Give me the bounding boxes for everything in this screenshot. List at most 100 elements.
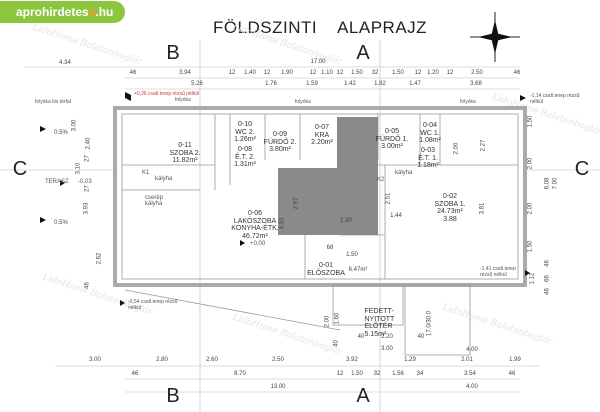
dimension: 12 <box>263 70 271 76</box>
dimension: 1.12 <box>529 272 536 285</box>
dimension: 2.00 <box>527 157 534 170</box>
dimension: 46 <box>84 282 91 289</box>
slope-label: 0.5% <box>54 130 68 136</box>
section-marker-b: B <box>166 42 180 64</box>
dimension: 3.54 <box>464 371 476 377</box>
section-marker-c: C <box>574 158 590 180</box>
dimension: 1.40 <box>244 70 256 76</box>
dimension: 2.60 <box>206 357 218 363</box>
dimension: 12 <box>336 371 344 377</box>
dimension: 32 <box>373 371 381 377</box>
dimension: 1.50 <box>392 70 404 76</box>
dimension: 1.50 <box>527 240 534 253</box>
site-logo[interactable]: aprohirdetese.hu <box>0 1 125 23</box>
dimension: 13.00 <box>270 384 286 390</box>
terrain-note: -1,41 csatl.terep rézsű nélkül <box>480 266 516 278</box>
dimension: 1.50 <box>351 70 363 76</box>
dimension: 46 <box>544 288 551 295</box>
stove-label: kályha <box>395 170 413 176</box>
dimension: 4.93 <box>279 217 286 230</box>
section-marker-a: A <box>356 385 370 407</box>
dimension: 3.10 <box>75 162 82 175</box>
gutter-label: folyóka <box>295 99 311 105</box>
dimension: 1.29 <box>404 357 416 363</box>
dimension: 3.00 <box>71 119 78 132</box>
section-marker-c: C <box>12 158 28 180</box>
dimension: 2.51 <box>385 192 392 205</box>
dimension: 68 <box>326 245 334 251</box>
stove-label: K1 <box>142 170 150 176</box>
dimension: 12 <box>309 70 317 76</box>
dimension: 1.47 <box>409 81 421 87</box>
dimension: 1.99 <box>509 357 521 363</box>
dimension: 4.34 <box>59 60 71 66</box>
dimension: 1.20 <box>427 70 439 76</box>
dimension: 2.50 <box>272 357 284 363</box>
terrain-note: -0,54 csatl.terep rézsű nélkül <box>128 299 178 311</box>
room-area: 6.47m² <box>348 267 368 273</box>
dimension: 2.01 <box>461 357 473 363</box>
dimension: 27 <box>84 155 91 162</box>
dimension: 2.97 <box>293 197 300 210</box>
slope-label: 0.5% <box>54 220 68 226</box>
gutter-label: folyóka <box>460 99 476 105</box>
dimension: 3.68 <box>470 81 482 87</box>
dimension: 1.56 <box>392 371 404 377</box>
dimension: 8.70 <box>234 371 246 377</box>
dimension: 40 <box>417 334 425 340</box>
terrain-note: -1,14 csatl.terep rézsű nélkül <box>530 93 580 105</box>
dimension: 1.60 <box>334 312 341 325</box>
terrain-note: +0,26 csatl.terep rézsű nélkül <box>134 91 200 97</box>
dimension: 4.00 <box>466 384 478 390</box>
dimension: 1.50 <box>351 371 363 377</box>
dimension: 46 <box>131 371 139 377</box>
dimension: 3.00 <box>381 346 393 352</box>
highlighted-area <box>278 117 378 235</box>
dimension: 3.81 <box>479 202 486 215</box>
dimension: 3.92 <box>346 357 358 363</box>
gutter-label: folyóka <box>175 97 191 103</box>
logo-text: aprohirdetes <box>16 5 89 19</box>
dimension: 2.50 <box>471 70 483 76</box>
dimension: 66 <box>544 275 551 282</box>
level-mark: +0,00 <box>250 241 266 247</box>
dimension: 2.20 <box>381 334 393 340</box>
stove-label: cserép kályha <box>145 195 164 207</box>
dimension: 46 <box>544 260 551 267</box>
dimension: 12 <box>414 70 422 76</box>
terrace-label: TERASZ <box>45 179 69 185</box>
dimension: 6.08 <box>544 177 551 190</box>
dimension: 27 <box>84 185 91 192</box>
dimension: 1.76 <box>265 81 277 87</box>
dimension: 7.00 <box>552 177 559 190</box>
dimension: 1.59 <box>306 81 318 87</box>
stair-ratio: 17.0/30.0 <box>426 310 433 337</box>
dimension: 3.00 <box>89 357 101 363</box>
dimension: 46 <box>129 70 137 76</box>
gutter-label: folyóka kis térfal <box>35 99 71 105</box>
dimension: 32 <box>371 70 379 76</box>
section-marker-b: B <box>166 385 180 407</box>
dimension: 1.10 <box>321 70 333 76</box>
dimension: 2.00 <box>453 142 460 155</box>
logo-tld: .hu <box>95 5 114 19</box>
plan-title: FÖLDSZINTI ALAPRAJZ <box>212 18 428 37</box>
compass-icon <box>470 12 520 62</box>
dimension: 2.40 <box>85 137 92 150</box>
dimension: 40 <box>357 334 365 340</box>
dimension: 4.00 <box>466 347 478 353</box>
stove-label: kályha <box>155 176 173 182</box>
dimension: 1.42 <box>344 81 356 87</box>
dimension: 12 <box>446 70 454 76</box>
dimension: 46 <box>508 371 516 377</box>
